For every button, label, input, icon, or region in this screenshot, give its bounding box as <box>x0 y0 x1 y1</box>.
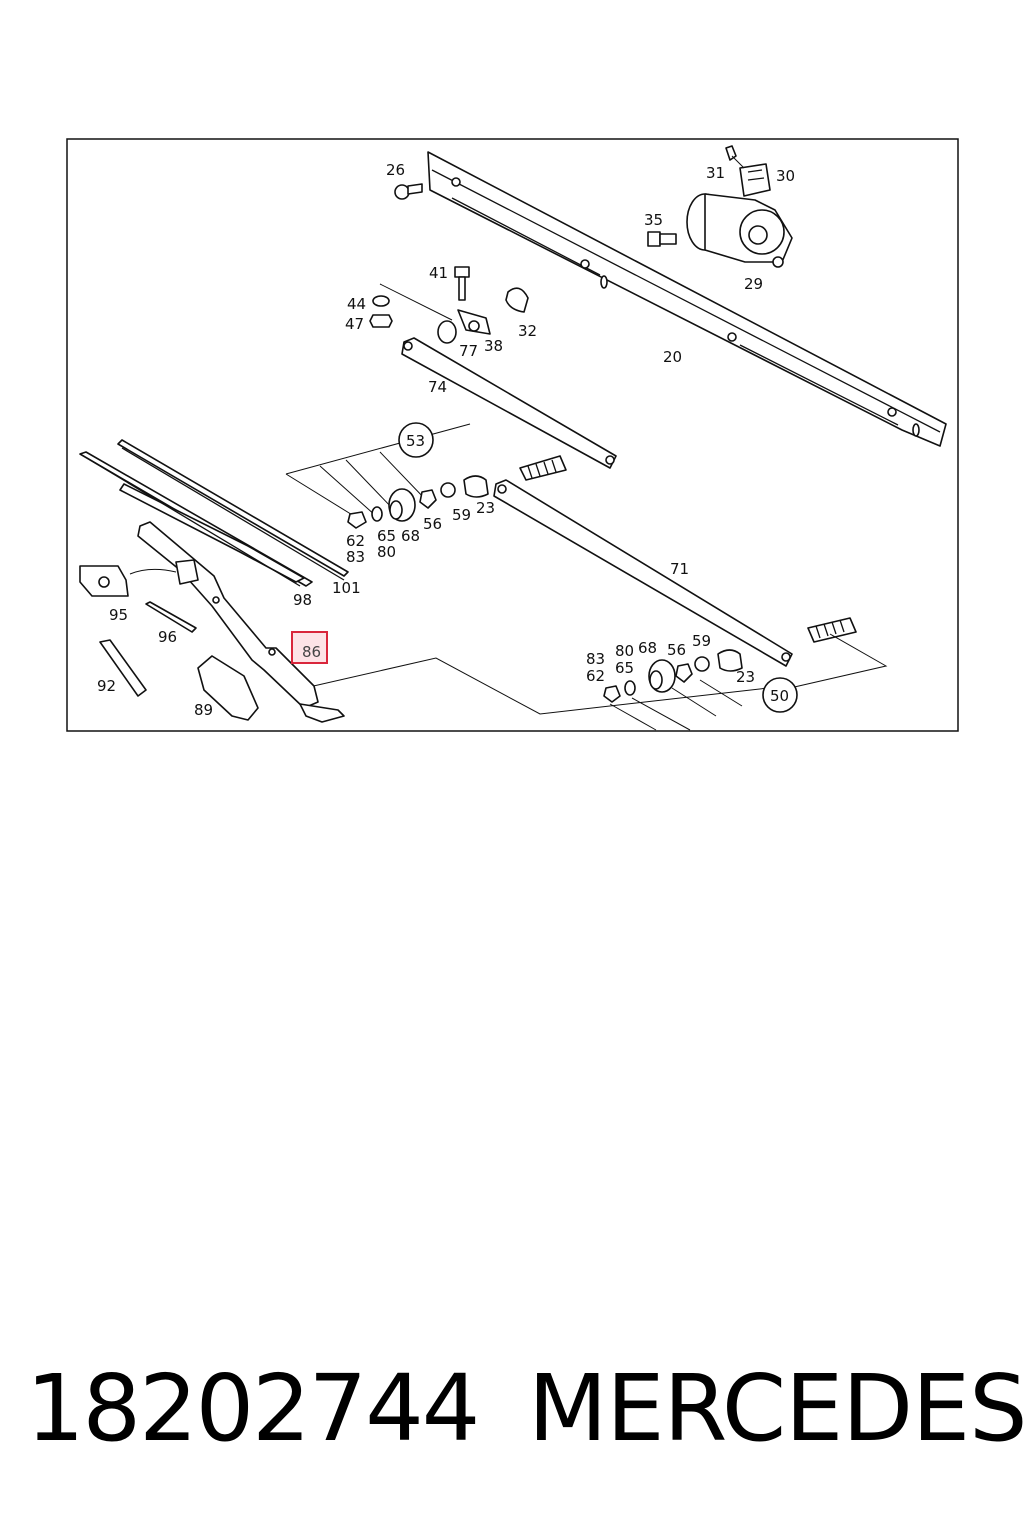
motor-connector <box>725 145 771 197</box>
label-80a: 80 <box>377 543 396 561</box>
wiper-blade-98 <box>79 451 313 587</box>
cap-32 <box>505 287 529 313</box>
washer-nozzle-95 <box>79 565 177 597</box>
bolt-26 <box>394 183 423 200</box>
wiper-arm-86 <box>137 521 345 723</box>
pivot-shaft-right <box>807 617 857 643</box>
label-41: 41 <box>429 264 448 282</box>
label-35: 35 <box>644 211 663 229</box>
label-44: 44 <box>347 295 366 313</box>
bolt-35 <box>647 231 677 247</box>
label-71: 71 <box>670 560 689 578</box>
label-92: 92 <box>97 677 116 695</box>
label-65b: 65 <box>615 659 634 677</box>
label-68b: 68 <box>638 639 657 657</box>
label-62a: 62 <box>346 532 365 550</box>
label-62b: 62 <box>586 667 605 685</box>
label-23b: 23 <box>736 668 755 686</box>
label-23a: 23 <box>476 499 495 517</box>
label-98: 98 <box>293 591 312 609</box>
label-31: 31 <box>706 164 725 182</box>
wiper-motor <box>686 193 793 268</box>
label-59a: 59 <box>452 506 471 524</box>
label-86: 86 <box>302 643 321 661</box>
pin-96 <box>145 601 197 633</box>
highlight-box-86 <box>291 631 328 664</box>
label-68a: 68 <box>401 527 420 545</box>
part-number: 18202744 <box>26 1355 480 1462</box>
pivot-shaft-left <box>519 455 567 481</box>
label-96: 96 <box>158 628 177 646</box>
cover-92 <box>99 639 147 697</box>
label-56b: 56 <box>667 641 686 659</box>
connecting-rod-74 <box>401 337 617 469</box>
footer: 18202744 MERCEDES <box>0 1355 1024 1475</box>
cover-cap-89 <box>197 655 259 721</box>
label-89: 89 <box>194 701 213 719</box>
label-29: 29 <box>744 275 763 293</box>
group-circle-50 <box>762 677 798 713</box>
label-50: 50 <box>770 687 789 705</box>
bolt-41 <box>454 266 470 301</box>
brand-name: MERCEDES <box>528 1355 1024 1462</box>
label-77: 77 <box>459 342 478 360</box>
label-65a: 65 <box>377 527 396 545</box>
label-56a: 56 <box>423 515 442 533</box>
nut-47 <box>369 314 393 328</box>
label-59b: 59 <box>692 632 711 650</box>
label-95: 95 <box>109 606 128 624</box>
hardware-set-53 <box>285 423 489 529</box>
label-38: 38 <box>484 337 503 355</box>
label-83a: 83 <box>346 548 365 566</box>
label-30: 30 <box>776 167 795 185</box>
label-80b: 80 <box>615 642 634 660</box>
washer-44 <box>372 295 390 307</box>
connecting-rod-71 <box>493 479 793 667</box>
wiper-linkage-frame <box>427 151 947 447</box>
label-47: 47 <box>345 315 364 333</box>
label-74: 74 <box>428 378 447 396</box>
bracket-38 <box>379 283 491 344</box>
wiper-blade-101 <box>117 439 349 581</box>
label-32: 32 <box>518 322 537 340</box>
wiper-parts-diagram: 26 31 30 35 29 41 44 47 77 38 32 20 74 5… <box>66 138 959 732</box>
hardware-set-50 <box>295 633 888 731</box>
label-53: 53 <box>406 432 425 450</box>
label-83b: 83 <box>586 650 605 668</box>
label-26: 26 <box>386 161 405 179</box>
label-20: 20 <box>663 348 682 366</box>
label-101: 101 <box>332 579 361 597</box>
group-circle-53 <box>398 422 434 458</box>
